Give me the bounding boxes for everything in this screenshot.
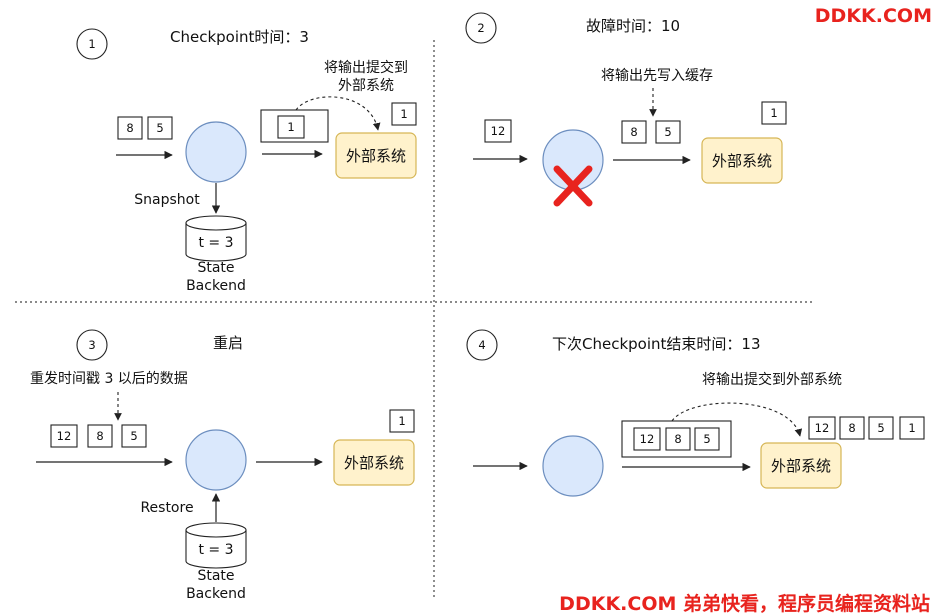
state-backend-db xyxy=(185,215,247,262)
watermark-bottom: DDKK.COM 弟弟快看，程序员编程资料站 xyxy=(559,592,930,615)
record-value: 1 xyxy=(908,421,915,435)
record-value: 5 xyxy=(156,121,163,135)
record-value: 8 xyxy=(96,429,103,443)
commit-note-line2: 外部系统 xyxy=(338,78,394,94)
external-system xyxy=(333,439,415,486)
snapshot-label: Snapshot xyxy=(134,192,200,208)
panel-2: 2 故障时间：10 12 将输出先写入缓存 8 5 1 外部系统 xyxy=(465,12,787,207)
external-system-label: 外部系统 xyxy=(344,454,404,472)
record-value: 5 xyxy=(877,421,884,435)
record-value: 12 xyxy=(491,124,506,138)
operator-node xyxy=(542,435,604,497)
record-box xyxy=(899,416,925,440)
panel-4-title: 下次Checkpoint结束时间：13 xyxy=(552,335,761,353)
operator-node xyxy=(185,429,247,491)
step-2-badge xyxy=(465,12,497,44)
state-backend-line1: State xyxy=(197,568,234,584)
state-backend-line1: State xyxy=(197,260,234,276)
record-value: 1 xyxy=(398,414,405,428)
record-box xyxy=(633,427,661,451)
record-value: 8 xyxy=(848,421,855,435)
record-box xyxy=(121,424,147,448)
external-system-label: 外部系统 xyxy=(712,152,772,170)
state-value: t = 3 xyxy=(198,542,233,558)
step-1-badge xyxy=(76,28,108,60)
record-box xyxy=(391,102,417,126)
panel-1-title: Checkpoint时间：3 xyxy=(170,28,309,46)
commit-arrow xyxy=(671,402,803,437)
record-box xyxy=(655,120,681,144)
state-backend-db xyxy=(185,522,247,569)
step-3-badge xyxy=(76,329,108,361)
panel-1: 1 Checkpoint时间：3 8 5 1 将输出提交到 外部系统 1 外部系… xyxy=(76,28,417,294)
record-value: 8 xyxy=(674,432,681,446)
record-box xyxy=(761,101,787,125)
record-box xyxy=(277,115,305,139)
record-box xyxy=(621,120,647,144)
replay-note: 重发时间戳 3 以后的数据 xyxy=(30,371,188,387)
panel-2-title: 故障时间：10 xyxy=(586,17,680,35)
panel-3-title: 重启 xyxy=(213,334,243,352)
state-backend-line2: Backend xyxy=(186,586,246,602)
external-system-label: 外部系统 xyxy=(771,457,831,475)
external-system xyxy=(335,132,417,179)
record-value: 8 xyxy=(126,121,133,135)
record-box xyxy=(147,116,173,140)
commit-note-line1: 将输出提交到 xyxy=(324,59,408,76)
step-3-number: 3 xyxy=(88,338,95,352)
step-2-number: 2 xyxy=(477,21,484,35)
step-4-number: 4 xyxy=(478,338,485,352)
external-system xyxy=(760,442,842,489)
record-value: 12 xyxy=(815,421,830,435)
restore-label: Restore xyxy=(140,500,193,516)
panel-3: 3 重启 重发时间戳 3 以后的数据 12 8 5 1 外部系统 Restore… xyxy=(30,329,415,602)
external-system xyxy=(701,137,783,184)
state-backend-line2: Backend xyxy=(186,278,246,294)
record-value: 5 xyxy=(130,429,137,443)
record-value: 5 xyxy=(664,125,671,139)
failure-x-icon xyxy=(553,165,593,207)
record-value: 1 xyxy=(770,106,777,120)
step-4-badge xyxy=(466,329,498,361)
record-value: 12 xyxy=(57,429,72,443)
operator-node xyxy=(185,121,247,183)
record-box xyxy=(665,427,691,451)
external-system-label: 外部系统 xyxy=(346,147,406,165)
commit-note: 将输出提交到外部系统 xyxy=(702,371,842,388)
panel-4: 4 下次Checkpoint结束时间：13 将输出提交到外部系统 12 8 5 … xyxy=(466,329,925,497)
commit-arrow xyxy=(295,96,381,131)
record-box xyxy=(868,416,894,440)
record-box xyxy=(50,424,78,448)
record-value: 8 xyxy=(630,125,637,139)
record-value: 12 xyxy=(640,432,655,446)
record-box xyxy=(117,116,143,140)
record-box xyxy=(389,409,415,433)
watermark-top: DDKK.COM xyxy=(815,5,932,27)
buffer-note: 将输出先写入缓存 xyxy=(601,68,713,84)
record-box xyxy=(808,416,836,440)
record-box xyxy=(839,416,865,440)
step-1-number: 1 xyxy=(88,37,95,51)
record-value: 1 xyxy=(287,120,294,134)
record-box xyxy=(484,119,512,143)
record-value: 5 xyxy=(703,432,710,446)
record-box xyxy=(87,424,113,448)
state-value: t = 3 xyxy=(198,235,233,251)
record-value: 1 xyxy=(400,107,407,121)
record-box xyxy=(694,427,720,451)
